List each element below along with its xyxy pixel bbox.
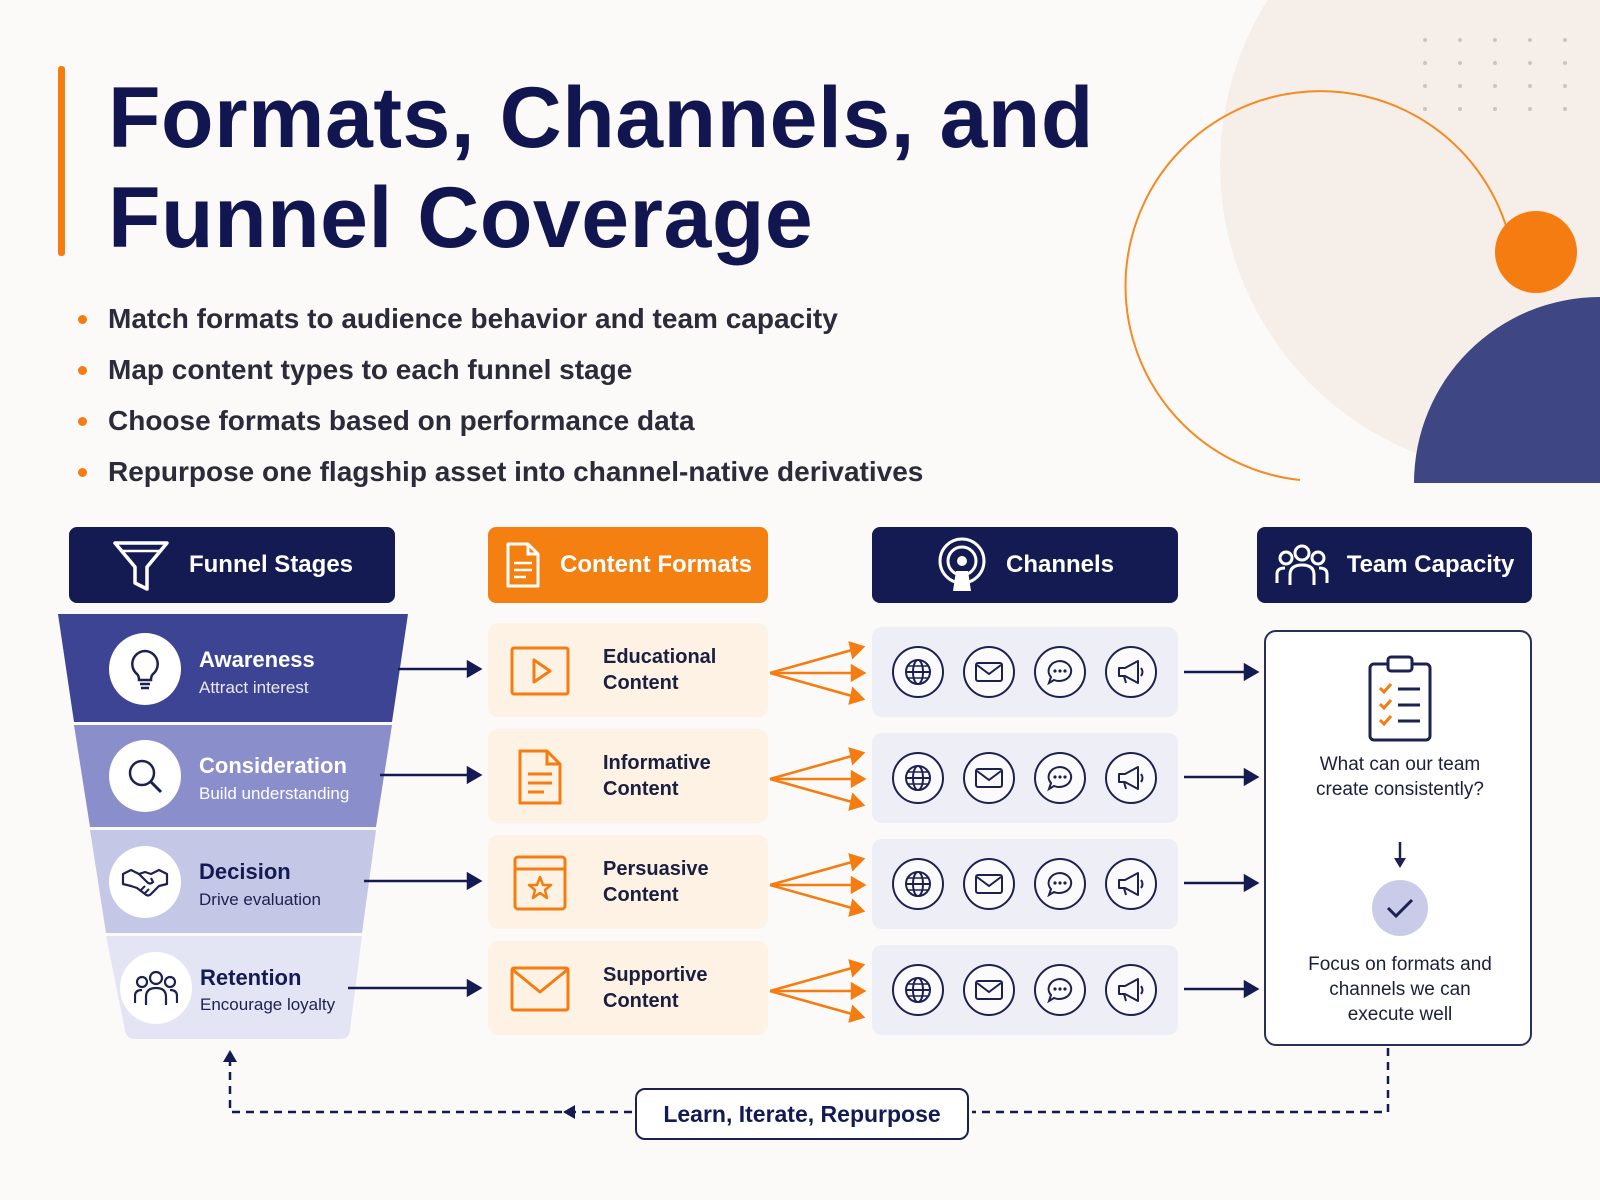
checkmark-icon: [1386, 898, 1414, 919]
chat-bubble-icon: [1034, 752, 1086, 804]
stage-subtitle: Attract interest: [199, 678, 309, 697]
format-label-line-1: Educational: [603, 646, 717, 668]
mail-icon: [963, 964, 1015, 1016]
header-team-capacity: Team Capacity: [1257, 527, 1532, 603]
format-card-informative: Informative Content: [488, 729, 768, 823]
page-title-line-2: Funnel Coverage: [108, 170, 814, 266]
format-card-persuasive: Persuasive Content: [488, 835, 768, 929]
magnifier-icon: [128, 759, 163, 794]
loop-label: Learn, Iterate, Repurpose: [635, 1088, 969, 1140]
fan-arrows: [769, 641, 867, 1023]
title-accent-bar: [58, 66, 65, 256]
star-window-icon: [513, 855, 567, 911]
stage-icon-circle: [109, 846, 181, 918]
megaphone-icon: [1105, 646, 1157, 698]
globe-icon: [892, 646, 944, 698]
stage-arrows: [348, 659, 483, 998]
header-label: Funnel Stages: [188, 551, 354, 578]
channel-row: [872, 839, 1178, 929]
stage-name: Awareness: [199, 647, 315, 672]
down-arrow-icon: [1394, 842, 1406, 868]
format-card-supportive: Supportive Content: [488, 941, 768, 1035]
header-label: Content Formats: [560, 551, 752, 578]
stage-icon-circle: [109, 633, 181, 705]
background-circle: [1220, 0, 1600, 475]
stage-icon-circle: [120, 952, 192, 1024]
megaphone-icon: [1105, 858, 1157, 910]
format-label-line-2: Content: [603, 884, 679, 906]
format-label: Informative Content: [603, 750, 753, 802]
format-label: Persuasive Content: [603, 856, 753, 908]
stage-subtitle: Encourage loyalty: [200, 995, 336, 1014]
format-icon: [510, 961, 570, 1017]
stage-subtitle: Drive evaluation: [199, 890, 321, 909]
format-label-line-1: Persuasive: [603, 858, 709, 880]
envelope-icon: [510, 966, 570, 1012]
megaphone-icon: [1105, 964, 1157, 1016]
stage-name: Decision: [199, 859, 291, 884]
team-arrows: [1184, 662, 1260, 999]
orange-dot: [1495, 211, 1577, 293]
bullet-list: Match formats to audience behavior and t…: [78, 302, 923, 506]
bullet-item: Map content types to each funnel stage: [78, 353, 923, 404]
header-label: Channels: [1005, 551, 1115, 578]
globe-icon: [892, 964, 944, 1016]
page-title-line-1: Formats, Channels, and: [108, 70, 1094, 166]
bullet-item: Choose formats based on performance data: [78, 404, 923, 455]
mail-icon: [963, 752, 1015, 804]
loop-arrowhead-up: [223, 1050, 237, 1062]
chat-bubble-icon: [1034, 964, 1086, 1016]
stage-subtitle: Build understanding: [199, 784, 350, 803]
header-channels: Channels: [872, 527, 1178, 603]
team-icon: [1275, 544, 1329, 585]
page-title: Formats, Channels, and Funnel Coverage: [108, 68, 1208, 268]
team-answer: Focus on formats and channels we can exe…: [1308, 954, 1492, 1025]
format-icon: [510, 855, 570, 911]
bullet-item: Match formats to audience behavior and t…: [78, 302, 923, 353]
document-icon: [518, 749, 562, 805]
lightbulb-icon: [131, 649, 159, 690]
document-icon: [506, 542, 540, 588]
megaphone-icon: [1105, 752, 1157, 804]
navy-quarter-circle: [1414, 297, 1600, 483]
stage-icon-circle: [109, 740, 181, 812]
chat-bubble-icon: [1034, 858, 1086, 910]
format-card-educational: Educational Content: [488, 623, 768, 717]
globe-icon: [892, 752, 944, 804]
dot-grid: [1423, 38, 1567, 111]
stage-name: Retention: [200, 965, 302, 990]
stage-name: Consideration: [199, 753, 347, 778]
team-question: What can our team create consistently?: [1316, 754, 1484, 800]
team-capacity-card: What can our team create consistently? F…: [1264, 630, 1532, 1046]
format-label-line-1: Informative: [603, 752, 711, 774]
chat-bubble-icon: [1034, 646, 1086, 698]
video-play-icon: [510, 646, 570, 696]
channel-row: [872, 945, 1178, 1035]
format-icon: [510, 749, 570, 805]
format-label-line-2: Content: [603, 990, 679, 1012]
header-label: Team Capacity: [1346, 551, 1515, 578]
header-funnel-stages: Funnel Stages: [69, 527, 395, 603]
format-label: Supportive Content: [603, 962, 753, 1014]
format-label-line-2: Content: [603, 672, 679, 694]
mail-icon: [963, 646, 1015, 698]
people-icon: [134, 970, 178, 1005]
format-label-line-1: Supportive: [603, 964, 708, 986]
handshake-icon: [121, 868, 169, 897]
clipboard-checklist-icon: [1368, 655, 1432, 742]
channel-row: [872, 627, 1178, 717]
broadcast-icon: [938, 537, 986, 591]
format-label-line-2: Content: [603, 778, 679, 800]
header-content-formats: Content Formats: [488, 527, 768, 603]
channel-row: [872, 733, 1178, 823]
format-icon: [510, 643, 570, 699]
mail-icon: [963, 858, 1015, 910]
funnel-icon: [113, 541, 169, 591]
check-circle: [1372, 880, 1428, 936]
format-label: Educational Content: [603, 644, 753, 696]
globe-icon: [892, 858, 944, 910]
loop-arrowhead-left: [563, 1105, 575, 1119]
bullet-item: Repurpose one flagship asset into channe…: [78, 455, 923, 506]
